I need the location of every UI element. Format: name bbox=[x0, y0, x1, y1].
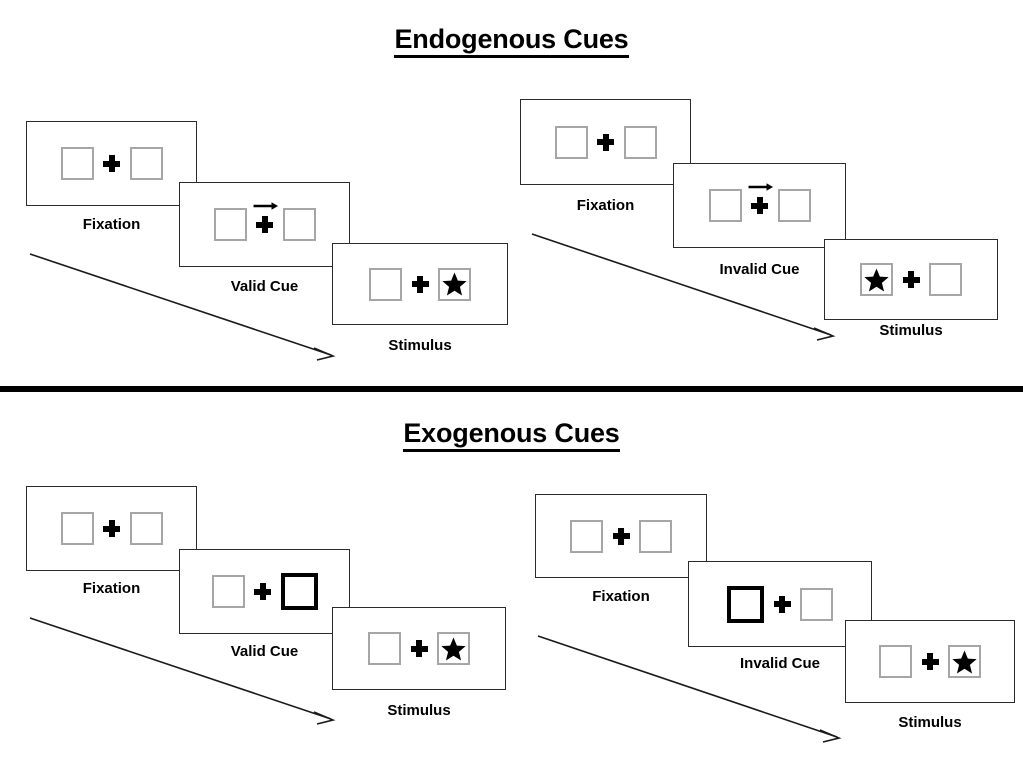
star-icon bbox=[951, 649, 978, 675]
target-box-right bbox=[948, 645, 981, 678]
target-box-right bbox=[438, 267, 471, 301]
plus-icon bbox=[256, 216, 273, 233]
plus-icon bbox=[921, 653, 939, 670]
fixation-cross-container bbox=[245, 583, 281, 600]
placeholder-box-right bbox=[929, 263, 962, 296]
frame-content bbox=[369, 267, 471, 301]
placeholder-box-left bbox=[879, 645, 912, 678]
placeholder-box-right bbox=[282, 208, 316, 241]
target-box-left bbox=[860, 263, 893, 296]
section-title-exogenous: Exogenous Cues bbox=[0, 418, 1023, 452]
placeholder-box-left bbox=[211, 575, 245, 608]
target-box-right bbox=[437, 632, 470, 665]
caption-endogenous-valid-cue: Valid Cue bbox=[230, 278, 299, 295]
plus-icon bbox=[773, 595, 791, 613]
caption-endogenous-invalid-fixation: Fixation bbox=[576, 197, 635, 214]
plus-icon bbox=[254, 583, 271, 600]
frame-content bbox=[570, 519, 672, 553]
plus-icon bbox=[902, 271, 920, 288]
star-icon bbox=[441, 271, 468, 297]
caption-exogenous-invalid-stimulus: Stimulus bbox=[898, 714, 962, 731]
fixation-cross-container bbox=[893, 271, 929, 288]
fixation-cross-container bbox=[603, 527, 639, 545]
frame-endogenous-invalid-cue[interactable] bbox=[673, 163, 846, 248]
placeholder-box-right bbox=[129, 512, 163, 545]
caption-exogenous-invalid-cue: Invalid Cue bbox=[739, 655, 821, 672]
plus-icon bbox=[103, 520, 120, 537]
caption-endogenous-valid-fixation: Fixation bbox=[82, 216, 141, 233]
fixation-cross-container bbox=[402, 275, 438, 293]
caption-endogenous-invalid-stimulus: Stimulus bbox=[879, 322, 943, 339]
frame-exogenous-valid-cue[interactable] bbox=[179, 549, 350, 634]
fixation-cross-container bbox=[247, 202, 283, 233]
arrow-right-icon bbox=[252, 201, 278, 211]
frame-content bbox=[368, 632, 470, 665]
plus-icon bbox=[410, 640, 428, 657]
fixation-cross-container bbox=[401, 640, 437, 657]
frame-endogenous-valid-fixation[interactable] bbox=[26, 121, 197, 206]
frame-endogenous-valid-stimulus[interactable] bbox=[332, 243, 508, 325]
frame-endogenous-invalid-fixation[interactable] bbox=[520, 99, 691, 185]
timeline-arrow-exogenous-valid bbox=[26, 612, 346, 730]
frame-content bbox=[879, 645, 981, 678]
section-title-endogenous-text: Endogenous Cues bbox=[394, 24, 629, 58]
fixation-cross-container bbox=[94, 155, 130, 172]
frame-endogenous-valid-cue[interactable] bbox=[179, 182, 350, 267]
frame-content bbox=[60, 147, 163, 180]
fixation-cross-container bbox=[588, 133, 624, 151]
fixation-cross-container bbox=[94, 520, 130, 537]
placeholder-box-right bbox=[639, 519, 672, 553]
frame-content bbox=[211, 573, 318, 610]
flashed-cue-box-left bbox=[727, 585, 764, 623]
placeholder-box-right bbox=[777, 189, 811, 222]
fixation-cross-container bbox=[742, 183, 778, 214]
caption-exogenous-valid-stimulus: Stimulus bbox=[387, 702, 451, 719]
frame-exogenous-valid-fixation[interactable] bbox=[26, 486, 197, 571]
placeholder-box-left bbox=[60, 512, 94, 545]
placeholder-box-left bbox=[60, 147, 94, 180]
flashed-cue-box-right bbox=[280, 573, 318, 610]
placeholder-box-left bbox=[213, 208, 247, 241]
star-icon bbox=[440, 636, 467, 662]
placeholder-box-right bbox=[800, 587, 833, 621]
frame-content bbox=[554, 125, 657, 159]
placeholder-box-left bbox=[554, 125, 588, 159]
plus-icon bbox=[103, 155, 120, 172]
plus-icon bbox=[612, 527, 630, 545]
placeholder-box-left bbox=[369, 267, 402, 301]
plus-icon bbox=[597, 133, 614, 151]
plus-icon bbox=[411, 275, 429, 293]
frame-endogenous-invalid-stimulus[interactable] bbox=[824, 239, 998, 320]
frame-content bbox=[708, 183, 811, 222]
placeholder-box-right bbox=[129, 147, 163, 180]
caption-exogenous-valid-fixation: Fixation bbox=[82, 580, 141, 597]
section-title-endogenous: Endogenous Cues bbox=[0, 24, 1023, 58]
frame-content bbox=[727, 585, 833, 623]
frame-exogenous-invalid-stimulus[interactable] bbox=[845, 620, 1015, 703]
fixation-cross-container bbox=[764, 595, 800, 613]
placeholder-box-right bbox=[623, 125, 657, 159]
section-divider bbox=[0, 386, 1023, 392]
placeholder-box-left bbox=[708, 189, 742, 222]
frame-exogenous-invalid-fixation[interactable] bbox=[535, 494, 707, 578]
caption-endogenous-invalid-cue: Invalid Cue bbox=[719, 261, 800, 278]
frame-content bbox=[213, 202, 316, 241]
timeline-arrow-endogenous-invalid bbox=[528, 228, 846, 346]
arrow-right-icon bbox=[747, 182, 773, 192]
placeholder-box-left bbox=[570, 519, 603, 553]
frame-exogenous-valid-stimulus[interactable] bbox=[332, 607, 506, 690]
star-icon bbox=[863, 267, 890, 293]
section-title-exogenous-text: Exogenous Cues bbox=[403, 418, 620, 452]
frame-content bbox=[60, 512, 163, 545]
caption-endogenous-valid-stimulus: Stimulus bbox=[388, 337, 452, 354]
caption-exogenous-invalid-fixation: Fixation bbox=[592, 588, 650, 605]
frame-content bbox=[860, 263, 962, 296]
timeline-arrow-endogenous-valid bbox=[26, 248, 346, 366]
timeline-arrow-exogenous-invalid bbox=[534, 630, 852, 748]
plus-icon bbox=[751, 197, 768, 214]
frame-exogenous-invalid-cue[interactable] bbox=[688, 561, 872, 647]
placeholder-box-left bbox=[368, 632, 401, 665]
caption-exogenous-valid-cue: Valid Cue bbox=[230, 643, 299, 660]
fixation-cross-container bbox=[912, 653, 948, 670]
